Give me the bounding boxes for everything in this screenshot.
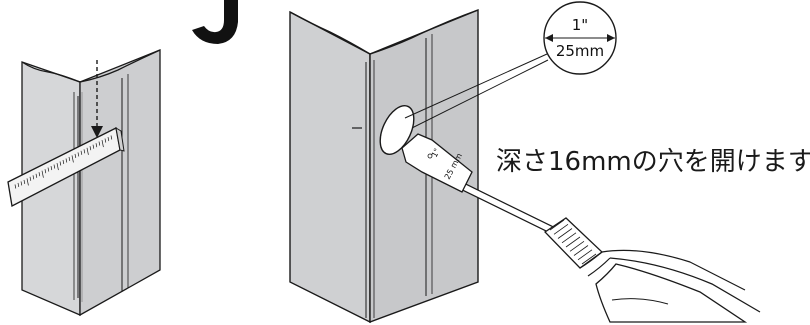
ruler-tick (71, 155, 74, 163)
ruler-tick (86, 147, 89, 155)
ruler-tick (80, 150, 83, 155)
ruler-tick (56, 163, 59, 171)
ruler-tick (98, 141, 101, 146)
ruler-tick (53, 164, 56, 169)
left-corner-panel (21, 49, 161, 317)
ruler-tick (26, 178, 29, 186)
ruler-icon (7, 127, 125, 207)
bit-inch-label: 1" (430, 147, 442, 159)
ruler-tick (77, 152, 80, 157)
chuck-knurl-line (553, 223, 569, 235)
ruler-tick (20, 181, 23, 186)
ruler-tick (29, 176, 32, 181)
callout-inch-label: 1" (572, 16, 588, 34)
ruler-tick (23, 179, 26, 184)
ruler-tick (110, 135, 113, 140)
ruler-tick (104, 138, 107, 143)
ruler-tick (74, 153, 77, 158)
chuck-knurl-line (557, 228, 573, 239)
drill-icon (543, 217, 761, 323)
ruler-tick (83, 149, 86, 154)
ruler-tick (38, 172, 41, 177)
chuck-knurl-line (549, 219, 565, 231)
ruler-tick (101, 140, 104, 148)
size-callout: 1" 25mm (543, 1, 617, 75)
ruler-tick (107, 137, 110, 142)
ruler-tick (41, 170, 44, 178)
chuck-knurl-line (573, 245, 589, 256)
chuck-knurl-line (581, 253, 597, 265)
step-number-fragment (192, 0, 238, 44)
ruler-tick (44, 169, 47, 174)
chuck-knurl-line (561, 232, 577, 244)
callout-mm-label: 25mm (556, 42, 604, 60)
ruler-tick (32, 175, 35, 180)
chuck-knurl-line (565, 236, 581, 248)
ruler-tick (62, 159, 65, 165)
ruler-tick (65, 158, 68, 163)
ruler-tick (35, 173, 38, 178)
ruler-tick (89, 146, 92, 151)
ruler-tick (59, 161, 62, 166)
chuck-knurl-line (569, 240, 585, 252)
ruler-tick (92, 144, 95, 149)
ruler-tick (68, 156, 71, 161)
ruler-tick (14, 184, 17, 189)
spade-bit-icon: 1" 25 mm (401, 133, 564, 238)
ruler-tick (95, 143, 98, 148)
chuck-knurl-line (577, 249, 593, 261)
ruler-tick (50, 166, 53, 171)
arrow-down-icon (91, 60, 103, 138)
ruler-tick (17, 182, 20, 187)
instruction-text: 深さ16mmの穴を開けます (496, 147, 810, 177)
ruler-tick (47, 167, 50, 172)
